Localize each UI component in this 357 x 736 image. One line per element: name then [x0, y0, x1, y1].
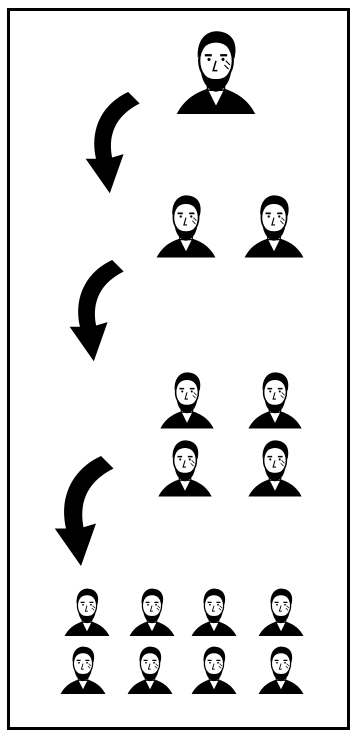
portrait-gen4-1	[65, 589, 110, 636]
curved-arrow-down-icon	[86, 92, 140, 193]
portrait-gen3-3	[158, 440, 211, 496]
portrait-gen4-3	[192, 589, 237, 636]
portrait-gen2-2	[245, 195, 304, 257]
portrait-gen4-8	[259, 647, 304, 694]
portrait-gen4-4	[259, 589, 304, 636]
portrait-gen4-5	[61, 647, 106, 694]
curved-arrow-down-icon	[55, 456, 114, 566]
curved-arrow-down-icon	[70, 260, 124, 361]
portrait-gen4-7	[192, 647, 237, 694]
generation-1	[177, 31, 255, 114]
portrait-gen1-1	[177, 31, 255, 114]
generation-3	[158, 372, 301, 496]
generation-2	[157, 195, 304, 257]
portrait-gen2-1	[157, 195, 216, 257]
portrait-gen3-4	[248, 440, 301, 496]
portrait-gen3-2	[248, 372, 301, 428]
portrait-gen4-6	[128, 647, 173, 694]
portrait-gen4-2	[130, 589, 175, 636]
portrait-gen3-1	[160, 372, 213, 428]
generation-4	[61, 589, 304, 694]
